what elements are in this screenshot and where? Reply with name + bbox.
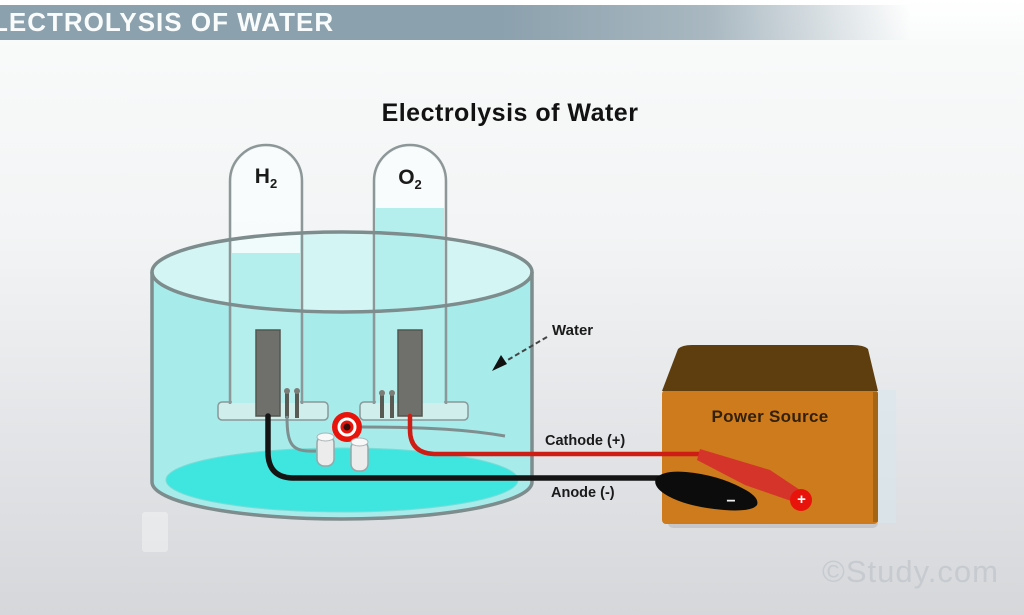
h2-label: H2 [254, 165, 278, 192]
plus-terminal-label: + [797, 491, 806, 508]
test-tube-hydrogen [228, 143, 304, 404]
wire-gray-left [285, 415, 317, 453]
water-label: Water [552, 322, 594, 339]
o2-outline [372, 143, 448, 404]
red-clip [697, 449, 800, 502]
indicator-light [332, 412, 362, 442]
wire-gray-right [361, 425, 506, 438]
electrode-right [397, 329, 423, 417]
faint-highlight [142, 512, 168, 552]
cathode-label: Cathode (+) [545, 433, 626, 449]
water-surface [154, 234, 530, 310]
h2-gas [232, 147, 300, 253]
red-clip-tip [790, 489, 812, 511]
power-source-edge [873, 392, 878, 522]
page-title: Electrolysis of Water [381, 99, 639, 127]
h2-outline [228, 143, 304, 404]
beaker-rim [150, 230, 534, 314]
power-source-label: Power Source [711, 407, 829, 426]
minus-terminal-label: − [726, 493, 736, 510]
electrode-left [255, 329, 281, 417]
black-clip [655, 471, 758, 511]
header-title: LECTROLYSIS OF WATER [0, 7, 335, 37]
cathode-wire [407, 413, 708, 457]
o2-gas [376, 147, 444, 208]
water-arrow [492, 336, 548, 371]
o2-label: O2 [398, 166, 422, 193]
anode-label: Anode (-) [551, 485, 615, 501]
power-source-backdrop [878, 390, 896, 523]
beaker-bottom-outline [150, 481, 534, 521]
watermark: ©Study.com [822, 554, 999, 589]
binding-pins [284, 388, 395, 418]
anode-wire [265, 413, 703, 481]
connector-posts [316, 432, 369, 472]
header-bar: LECTROLYSIS OF WATER [0, 5, 910, 40]
power-source-top [662, 345, 878, 391]
